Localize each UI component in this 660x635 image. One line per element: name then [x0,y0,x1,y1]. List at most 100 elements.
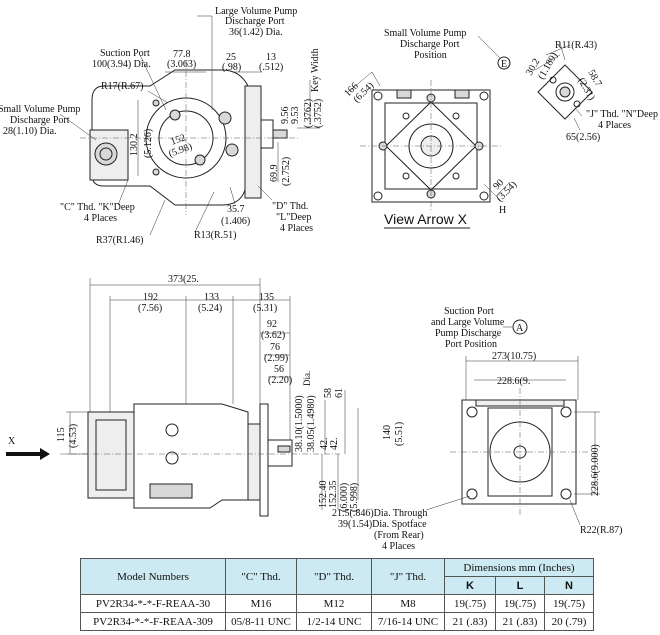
dim-76: 76 [270,342,280,353]
r17-label: R17(R.67) [101,81,144,92]
dim-5-51: (5.51) [394,422,405,446]
dim-98: (.98) [222,62,241,73]
dim-dia: Dia. [302,371,312,386]
dim-3762: (.3762) [303,99,314,128]
dim-25: 25 [226,52,236,63]
suction-label-line-1: Suction Port [444,306,494,317]
dim-3-063: (3.063) [167,59,196,70]
cell-c: 05/8-11 UNC [225,612,297,631]
view-arrow-x: Small Volume Pump Discharge Port Positio… [342,28,658,229]
header-d-thd: "D" Thd. [296,558,372,595]
dim-3-62: (3.62) [261,330,285,341]
j-thd-line-1: "J" Thd. "N"Deep [586,109,658,120]
dim-58: 58 [323,388,334,398]
dim-228-top: 228.6(9. [497,376,530,387]
cell-n: 19(.75) [544,594,594,613]
cell-l: 21 (.83) [495,612,545,631]
table-row: PV2R34-*-*-F-REAA-30 M16 M12 M8 19(.75) … [80,594,594,613]
cell-n: 20 (.79) [544,612,594,631]
table-row: PV2R34-*-*-F-REAA-309 05/8-11 UNC 1/2-14… [80,612,594,631]
table-subheader-row: K L N [81,576,594,595]
dim-69-9: 69.9 [269,165,280,183]
small-discharge-x-line-2: Discharge Port [400,39,460,50]
r13-label: R13(R.51) [194,230,237,241]
spotface-line-2: 39(1.54)Dia. Spotface [338,519,427,530]
spotface-line-4: 4 Places [382,541,415,552]
marker-a-circle [512,319,528,335]
suction-label-line-3: Pump Discharge [435,328,502,339]
dim-2-20: (2.20) [268,375,292,386]
table-header-row: Model Numbers "C" Thd. "D" Thd. "J" Thd.… [80,558,594,595]
marker-a: A [516,323,524,334]
spec-table: Model Numbers "C" Thd. "D" Thd. "J" Thd.… [80,558,594,631]
c-thd-line-1: "C" Thd. "K"Deep [60,202,135,213]
spotface-line-3: (From Rear) [374,530,424,541]
marker-e: E [501,59,507,70]
dim-273: 273(10.75) [492,351,536,362]
large-discharge-line-3: 36(1.42) Dia. [229,27,283,38]
dim-152-40: 152.40 [318,481,329,509]
small-discharge-x-line-3: Position [414,50,447,61]
dim-192: 192 [143,292,158,303]
cell-k: 21 (.83) [444,612,496,631]
dim-152-35: 152.35 [328,481,339,509]
suction-label-line-4: Port Position [445,339,497,350]
small-discharge-line-2: Discharge Port [10,115,70,126]
marker-h: H [499,205,506,216]
dim-1-406: (1.406) [221,216,250,227]
dim-5-998: (5.998) [349,483,360,512]
dim-135: 135 [259,292,274,303]
header-k: K [444,576,496,595]
key-width-label: Key Width [310,48,321,92]
dim-42b: 42. [329,438,340,451]
cell-l: 19(.75) [495,594,545,613]
dim-115: 115 [56,427,67,442]
d-thd-line-3: 4 Places [280,223,313,234]
dim-61: 61 [334,388,345,398]
header-dims: Dimensions mm (Inches) [444,558,594,577]
side-view: 373(25. 192 (7.56) 133 (5.24) 135 (5.31)… [6,274,405,517]
dim-38-10: 38.10(1.5000) [294,395,305,452]
cell-j: 7/16-14 UNC [371,612,445,631]
header-c-thd: "C" Thd. [225,558,297,595]
small-discharge-line-3: 28(1.10) Dia. [3,126,57,137]
r22-label: R22(R.87) [580,525,623,536]
cell-j: M8 [371,594,445,613]
arrow-x-label: X [8,436,16,447]
j-thd-line-2: 4 Places [598,120,631,131]
technical-drawing: Large Volume Pump Discharge Port 36(1.42… [0,6,658,552]
suction-label-line-2: and Large Volume [431,317,505,328]
dim-9-53: 9.53 [290,107,301,125]
suction-port-line-2: 100(3.94) Dia. [92,59,151,70]
dim-133: 133 [204,292,219,303]
header-j-thd: "J" Thd. [371,558,445,595]
c-thd-line-2: 4 Places [84,213,117,224]
dim-77-8: 77.8 [173,49,191,60]
d-thd-line-2: "L"Deep [276,212,311,223]
large-discharge-line-2: Discharge Port [225,16,285,27]
cell-k: 19(.75) [444,594,496,613]
dim-2-752: (2.752) [281,157,292,186]
dim-92: 92 [267,319,277,330]
suction-port-line-1: Suction Port [100,48,150,59]
dim-42a: 42. [319,438,330,451]
cell-c: M16 [225,594,297,613]
spotface-line-1: 21.5(.846)Dia. Through [332,508,427,519]
cell-d: M12 [296,594,372,613]
dim-2-99: (2.99) [264,353,288,364]
small-discharge-line-1: Small Volume Pump [0,104,80,115]
dim-140: 140 [382,425,393,440]
dim-65: 65(2.56) [566,132,600,143]
dim-130-2: 130.2 [129,134,140,157]
header-n: N [544,576,594,595]
dim-9-56: 9.56 [280,107,291,125]
front-view: Suction Port and Large Volume Pump Disch… [332,306,623,552]
dim-13: 13 [266,52,276,63]
dim-6-000: (6.000) [339,483,350,512]
dim-152: 152 [169,132,187,147]
header-l: L [495,576,545,595]
dim-35-7: 35.7 [227,204,245,215]
dim-5-126: (5.126) [143,129,154,158]
dim-3752: (.3752) [313,99,324,128]
r37-label: R37(R1.46) [96,235,144,246]
